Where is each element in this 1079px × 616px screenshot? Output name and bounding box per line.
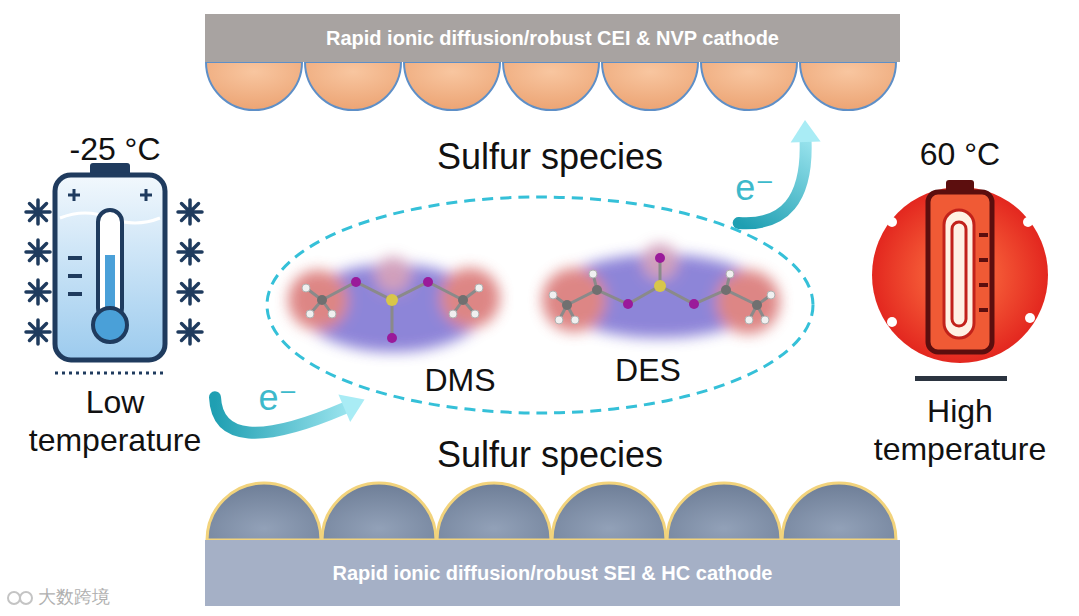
dashed-ellipse xyxy=(265,195,815,415)
watermark-logo xyxy=(8,592,20,604)
des-molecule xyxy=(592,285,602,295)
des-molecule xyxy=(761,316,769,324)
dms-molecule xyxy=(306,310,314,318)
arrow-head xyxy=(338,394,364,422)
cold-battery-icon xyxy=(55,372,165,375)
high-temperature-node: 60 °C High temperature xyxy=(860,130,1060,473)
cathode-band: Rapid ionic diffusion/robust CEI & NVP c… xyxy=(205,14,900,114)
snowflakes xyxy=(178,200,202,224)
des-molecule xyxy=(571,316,579,324)
snowflakes xyxy=(26,320,50,344)
dms-potential-surface xyxy=(288,270,348,330)
snowflakes xyxy=(178,320,202,344)
solvent-ellipse: DMS DES xyxy=(265,195,815,415)
des-molecule xyxy=(752,300,762,310)
cold-battery-icon xyxy=(55,175,165,360)
dms-potential-surface xyxy=(375,257,411,293)
cold-battery-icon xyxy=(55,163,165,373)
dms-molecule xyxy=(317,295,327,305)
des-molecule xyxy=(589,270,597,278)
hot-battery-icon xyxy=(887,217,897,227)
sulfur-species-label: Sulfur species xyxy=(350,433,750,476)
snowflakes xyxy=(26,240,50,264)
anode-band: Rapid ionic diffusion/robust SEI & HC ca… xyxy=(205,480,900,606)
hot-battery-icon xyxy=(1025,313,1035,323)
dashed-ellipse xyxy=(267,197,813,413)
band-title: Rapid ionic diffusion/robust CEI & NVP c… xyxy=(205,14,900,62)
hot-battery-icon xyxy=(887,317,897,327)
hot-battery-icon xyxy=(979,235,988,310)
hot-battery-icon xyxy=(952,222,966,326)
des-molecule xyxy=(726,270,734,278)
des-molecule xyxy=(745,316,753,324)
hot-battery-icon xyxy=(915,376,1007,381)
watermark-logo xyxy=(8,592,32,604)
arrow-head xyxy=(791,120,821,142)
band-title: Rapid ionic diffusion/robust SEI & HC ca… xyxy=(205,540,900,606)
snowflakes xyxy=(26,200,202,344)
des-molecule xyxy=(549,291,557,299)
electron-label: e⁻ xyxy=(258,380,297,416)
des-molecule xyxy=(553,258,771,320)
cold-battery-icon xyxy=(68,189,152,201)
hot-battery-icon xyxy=(872,180,1048,381)
des-potential-surface xyxy=(542,244,780,338)
hot-battery-icon xyxy=(928,192,992,352)
snowflakes xyxy=(26,200,50,224)
low-temperature-node: -25 °C Low temperature xyxy=(15,130,215,464)
hot-battery-icon xyxy=(944,210,974,338)
snowflakes xyxy=(26,280,50,304)
dms-molecule xyxy=(351,277,361,287)
cold-battery-icon xyxy=(98,210,122,320)
cold-battery-icon xyxy=(93,308,127,342)
des-molecule xyxy=(767,291,775,299)
temperature-value: 60 °C xyxy=(860,135,1060,173)
watermark-logo xyxy=(20,592,32,604)
molecule-name: DMS xyxy=(400,361,520,399)
electron-label: e⁻ xyxy=(735,170,774,206)
dms-molecule xyxy=(306,282,479,338)
temperature-caption: Low temperature xyxy=(20,383,210,460)
temperature-caption: High temperature xyxy=(865,392,1055,469)
des-molecule xyxy=(655,253,665,263)
cold-battery-icon xyxy=(68,258,82,294)
des-molecule xyxy=(721,285,731,295)
dms-molecule xyxy=(302,277,483,343)
des-molecule xyxy=(549,253,775,324)
des-molecule xyxy=(689,299,699,309)
snowflakes xyxy=(178,240,202,264)
dms-potential-surface xyxy=(440,268,500,328)
des-molecule xyxy=(562,300,572,310)
temperature-value: -25 °C xyxy=(15,130,215,168)
snowflakes xyxy=(178,280,202,304)
dms-potential-surface xyxy=(288,257,500,352)
dms-molecule xyxy=(386,294,398,306)
des-molecule xyxy=(623,299,633,309)
des-molecule xyxy=(555,316,563,324)
hot-battery-icon xyxy=(872,187,1048,363)
dms-molecule xyxy=(449,310,457,318)
hot-battery-icon xyxy=(1023,217,1033,227)
molecule-name: DES xyxy=(588,351,708,389)
dms-molecule xyxy=(458,295,468,305)
dms-molecule xyxy=(387,333,397,343)
dms-molecule xyxy=(475,284,483,292)
dms-molecule xyxy=(423,277,433,287)
dms-molecule xyxy=(328,310,336,318)
dms-molecule xyxy=(302,284,310,292)
watermark: 大数跨境 xyxy=(38,587,178,609)
sulfur-species-label: Sulfur species xyxy=(350,135,750,178)
des-molecule xyxy=(654,280,666,292)
dms-molecule xyxy=(471,310,479,318)
